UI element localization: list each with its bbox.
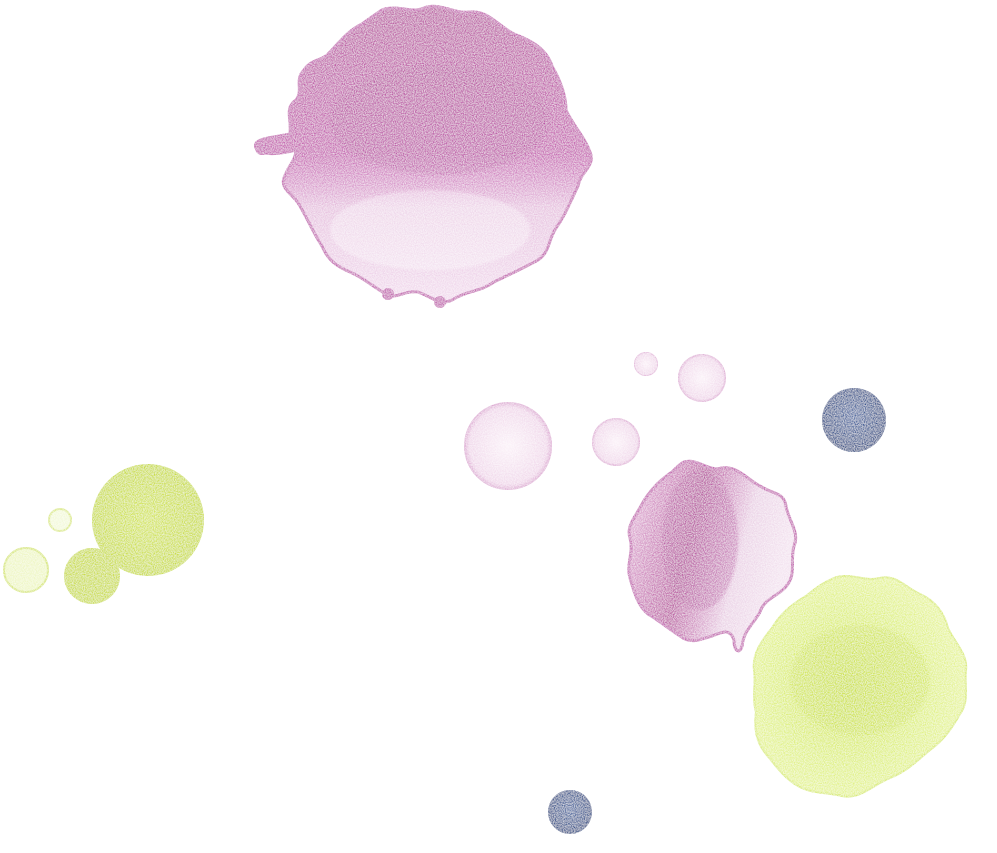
navy-dot-lower — [548, 790, 592, 834]
pale-pink-drop-medium — [592, 418, 640, 466]
magenta-splash-medium — [627, 459, 798, 653]
pale-pink-drop-tiny — [634, 352, 658, 376]
lime-splash-left — [3, 464, 204, 604]
lime-splash-large — [752, 575, 968, 798]
navy-dot-upper — [822, 388, 886, 452]
magenta-splash-large — [254, 4, 593, 308]
pale-pink-drop-small — [678, 354, 726, 402]
pale-pink-drop-large — [464, 402, 552, 490]
